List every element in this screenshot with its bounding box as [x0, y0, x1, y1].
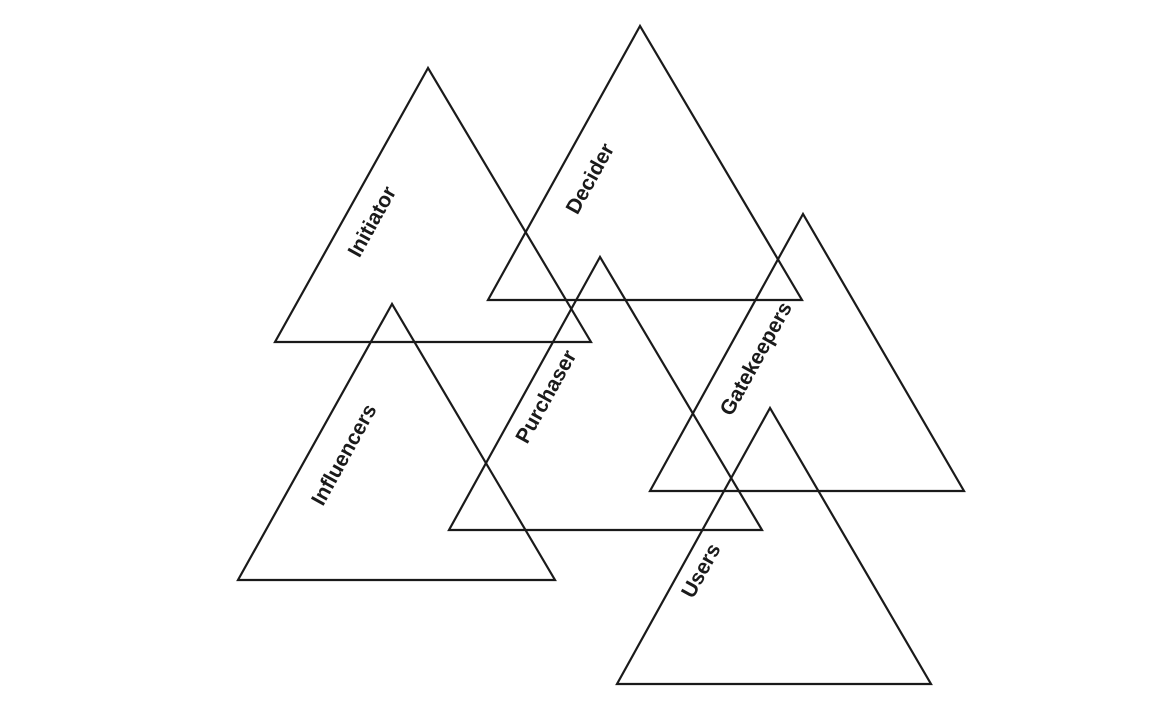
label-gatekeepers: Gatekeepers [716, 298, 797, 419]
triangle-shape [486, 23, 804, 302]
triangle-influencers: Influencers [236, 301, 557, 582]
label-influencers: Influencers [307, 400, 381, 509]
label-users: Users [677, 540, 725, 602]
triangle-shape [447, 254, 764, 532]
triangle-users: Users [615, 405, 933, 686]
triangle-purchaser: Purchaser [447, 254, 764, 532]
triangle-gatekeepers: Gatekeepers [648, 211, 966, 493]
triangle-shape [236, 301, 557, 582]
triangle-decider: Decider [486, 23, 804, 302]
triangle-shape [615, 405, 933, 686]
triangle-shape [648, 211, 966, 493]
label-initiator: Initiator [344, 183, 401, 261]
triangle-shape [273, 65, 593, 344]
